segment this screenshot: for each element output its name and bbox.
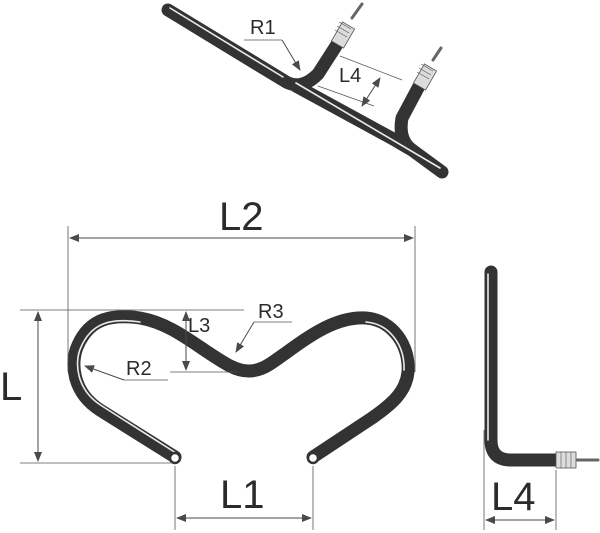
label-l2: L2 — [219, 195, 264, 239]
terminal-right — [412, 46, 443, 91]
r1-leader — [281, 39, 301, 71]
label-l4-side: L4 — [491, 475, 536, 519]
terminal-left — [330, 2, 364, 49]
label-l3: L3 — [188, 315, 210, 337]
l4-top-dimension — [361, 77, 381, 107]
label-l4-top: L4 — [339, 65, 361, 87]
label-r1: R1 — [250, 17, 276, 39]
perspective-view: R1 L4 — [161, 2, 449, 179]
front-view: L2 L L3 R3 R2 L1 — [0, 195, 416, 530]
r3-leader — [235, 321, 255, 353]
label-l: L — [0, 365, 22, 409]
side-view: L4 — [483, 265, 600, 530]
label-r2: R2 — [126, 358, 152, 380]
tube-end-left — [168, 451, 182, 465]
label-l1: L1 — [220, 473, 265, 517]
side-tube — [484, 265, 563, 467]
tube-end-right — [306, 451, 320, 465]
perspective-tube-lower — [289, 79, 449, 179]
terminal-side — [555, 451, 600, 469]
r2-leader — [84, 365, 125, 381]
label-r3: R3 — [258, 301, 284, 323]
front-tube — [67, 310, 415, 464]
